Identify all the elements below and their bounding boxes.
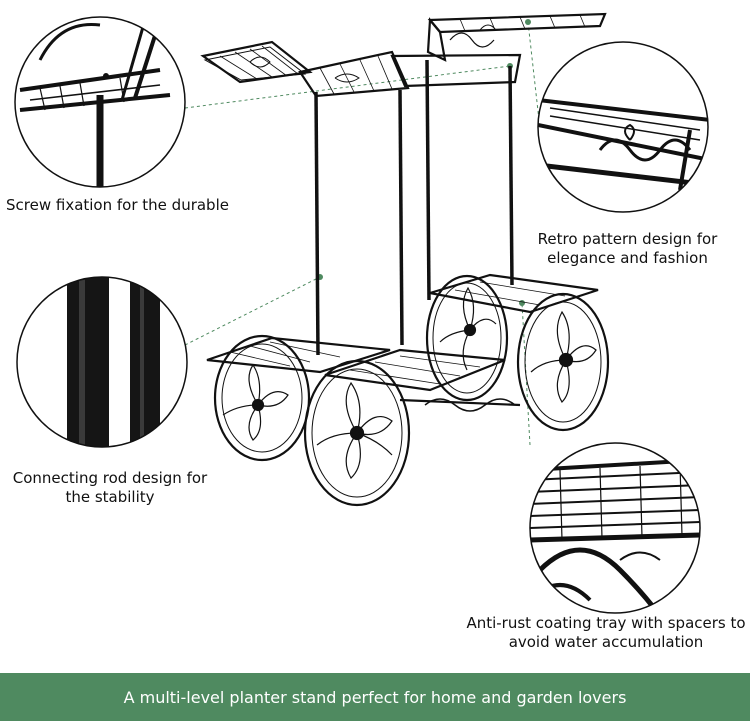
rear-right-wheel — [425, 274, 509, 402]
caption-retro-pattern: Retro pattern design for elegance and fa… — [520, 230, 735, 268]
rod-closeup-icon — [16, 276, 188, 448]
tray-closeup-icon — [529, 442, 701, 614]
caption-line: Anti-rust coating tray with spacers to — [466, 614, 746, 632]
leader-lines — [184, 21, 540, 446]
footer-banner: A multi-level planter stand perfect for … — [0, 673, 750, 721]
planter-stand — [200, 12, 610, 507]
footer-text: A multi-level planter stand perfect for … — [123, 687, 627, 707]
screw-closeup-icon — [14, 16, 186, 188]
front-left-wheel — [303, 359, 411, 507]
caption-line: the stability — [65, 488, 155, 506]
rear-left-wheel — [213, 334, 311, 462]
caption-line: elegance and fashion — [547, 249, 708, 267]
caption-anti-rust-tray: Anti-rust coating tray with spacers to a… — [462, 614, 750, 652]
front-right-wheel — [516, 292, 610, 432]
pattern-closeup-icon — [537, 41, 709, 213]
caption-line: avoid water accumulation — [508, 633, 704, 651]
caption-line: Screw fixation for the durable — [6, 196, 229, 214]
caption-screw-fixation: Screw fixation for the durable — [0, 196, 235, 215]
caption-line: Retro pattern design for — [537, 230, 718, 248]
caption-connecting-rod: Connecting rod design for the stability — [0, 469, 220, 507]
caption-line: Connecting rod design for — [12, 469, 208, 487]
